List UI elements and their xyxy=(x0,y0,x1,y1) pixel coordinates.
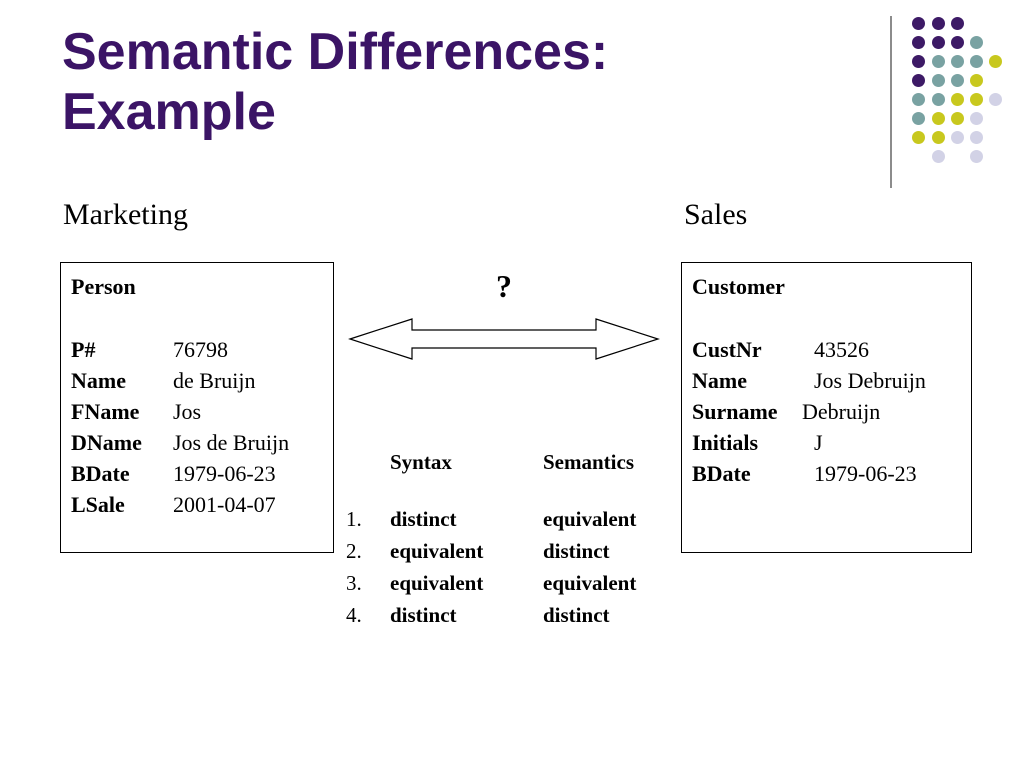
semantics-cell: equivalent xyxy=(543,507,637,531)
field-key: CustNr xyxy=(692,337,762,362)
decorative-dot xyxy=(950,73,964,87)
person-field-row: P# 76798 xyxy=(71,334,228,365)
field-value: Debruijn xyxy=(802,399,881,424)
field-key: FName xyxy=(71,399,140,424)
decorative-dot xyxy=(950,111,964,125)
field-value: 76798 xyxy=(173,337,228,362)
field-key: BDate xyxy=(71,461,130,486)
decorative-dot xyxy=(969,149,983,163)
row-number: 1. xyxy=(346,507,362,531)
slide-title-line-2: Example xyxy=(62,83,276,141)
field-value: Jos xyxy=(173,399,202,424)
person-field-row: DName Jos de Bruijn xyxy=(71,427,289,458)
field-key: P# xyxy=(71,337,96,362)
slide-title-line-1: Semantic Differences: xyxy=(62,23,609,81)
field-key: LSale xyxy=(71,492,125,517)
semantics-cell: distinct xyxy=(543,603,610,627)
syntax-cell: equivalent xyxy=(390,571,484,595)
field-key: Initials xyxy=(692,430,759,455)
row-number: 2. xyxy=(346,539,362,563)
customer-field-row: CustNr 43526 xyxy=(692,334,869,365)
customer-field-row: Initials J xyxy=(692,427,823,458)
sales-label: Sales xyxy=(684,198,748,231)
syntax-header: Syntax xyxy=(390,450,452,474)
field-key: Surname xyxy=(692,399,778,424)
field-key: Name xyxy=(71,368,126,393)
customer-field-row: Surname Debruijn xyxy=(692,396,880,427)
syntax-cell: distinct xyxy=(390,507,457,531)
decorative-dot xyxy=(988,92,1002,106)
syntax-cell: equivalent xyxy=(390,539,484,563)
person-field-row: Name de Bruijn xyxy=(71,365,256,396)
field-value: de Bruijn xyxy=(173,368,256,393)
decorative-dot xyxy=(931,35,945,49)
decorative-dot xyxy=(931,16,945,30)
semantics-header: Semantics xyxy=(543,450,634,474)
field-value: 1979-06-23 xyxy=(814,461,917,486)
row-number: 4. xyxy=(346,603,362,627)
decorative-dot xyxy=(931,92,945,106)
semantics-cell: distinct xyxy=(543,539,610,563)
row-number: 3. xyxy=(346,571,362,595)
customer-record-box: Customer CustNr 43526 Name Jos Debruijn Su… xyxy=(681,262,972,553)
decorative-dot xyxy=(950,35,964,49)
decorative-dot xyxy=(911,16,925,30)
decorative-dot xyxy=(969,111,983,125)
decorative-dot xyxy=(911,92,925,106)
field-value: J xyxy=(814,430,823,455)
person-field-row: LSale 2001-04-07 xyxy=(71,489,276,520)
decorative-dot xyxy=(969,92,983,106)
decorative-dot xyxy=(950,54,964,68)
customer-field-row: Name Jos Debruijn xyxy=(692,365,926,396)
decorative-dot xyxy=(931,149,945,163)
customer-field-row: BDate 1979-06-23 xyxy=(692,458,917,489)
field-value: Jos de Bruijn xyxy=(173,430,290,455)
decorative-dot xyxy=(911,130,925,144)
decorative-dot xyxy=(969,54,983,68)
decorative-dot xyxy=(950,16,964,30)
field-value: 1979-06-23 xyxy=(173,461,276,486)
decorative-dot xyxy=(950,130,964,144)
field-key: DName xyxy=(71,430,142,455)
person-field-row: FName Jos xyxy=(71,396,201,427)
field-key: BDate xyxy=(692,461,751,486)
decorative-dot xyxy=(911,54,925,68)
field-value: Jos Debruijn xyxy=(814,368,926,393)
customer-entity-name: Customer xyxy=(692,274,785,299)
semantics-cell: equivalent xyxy=(543,571,637,595)
person-record-box: Person P# 76798 Name de Bruijn FName Jos DN… xyxy=(60,262,334,553)
field-key: Name xyxy=(692,368,747,393)
field-value: 2001-04-07 xyxy=(173,492,276,517)
decorative-dot xyxy=(950,92,964,106)
syntax-cell: distinct xyxy=(390,603,457,627)
decorative-dot xyxy=(911,111,925,125)
decorative-dot xyxy=(969,73,983,87)
decorative-dot xyxy=(931,130,945,144)
field-value: 43526 xyxy=(814,337,869,362)
decorative-dot xyxy=(911,73,925,87)
decorative-dot xyxy=(931,73,945,87)
decorative-dot xyxy=(931,111,945,125)
decorative-divider xyxy=(890,16,892,188)
person-entity-name: Person xyxy=(71,274,136,299)
person-field-row: BDate 1979-06-23 xyxy=(71,458,276,489)
decorative-dot xyxy=(931,54,945,68)
decorative-dot xyxy=(911,35,925,49)
slide-title: Semantic Differences: Example xyxy=(62,22,608,142)
marketing-label: Marketing xyxy=(63,198,188,231)
decorative-dot xyxy=(988,54,1002,68)
double-arrow-icon xyxy=(348,318,660,360)
decorative-dot xyxy=(969,35,983,49)
decorative-dot xyxy=(969,130,983,144)
question-mark: ? xyxy=(496,268,512,304)
